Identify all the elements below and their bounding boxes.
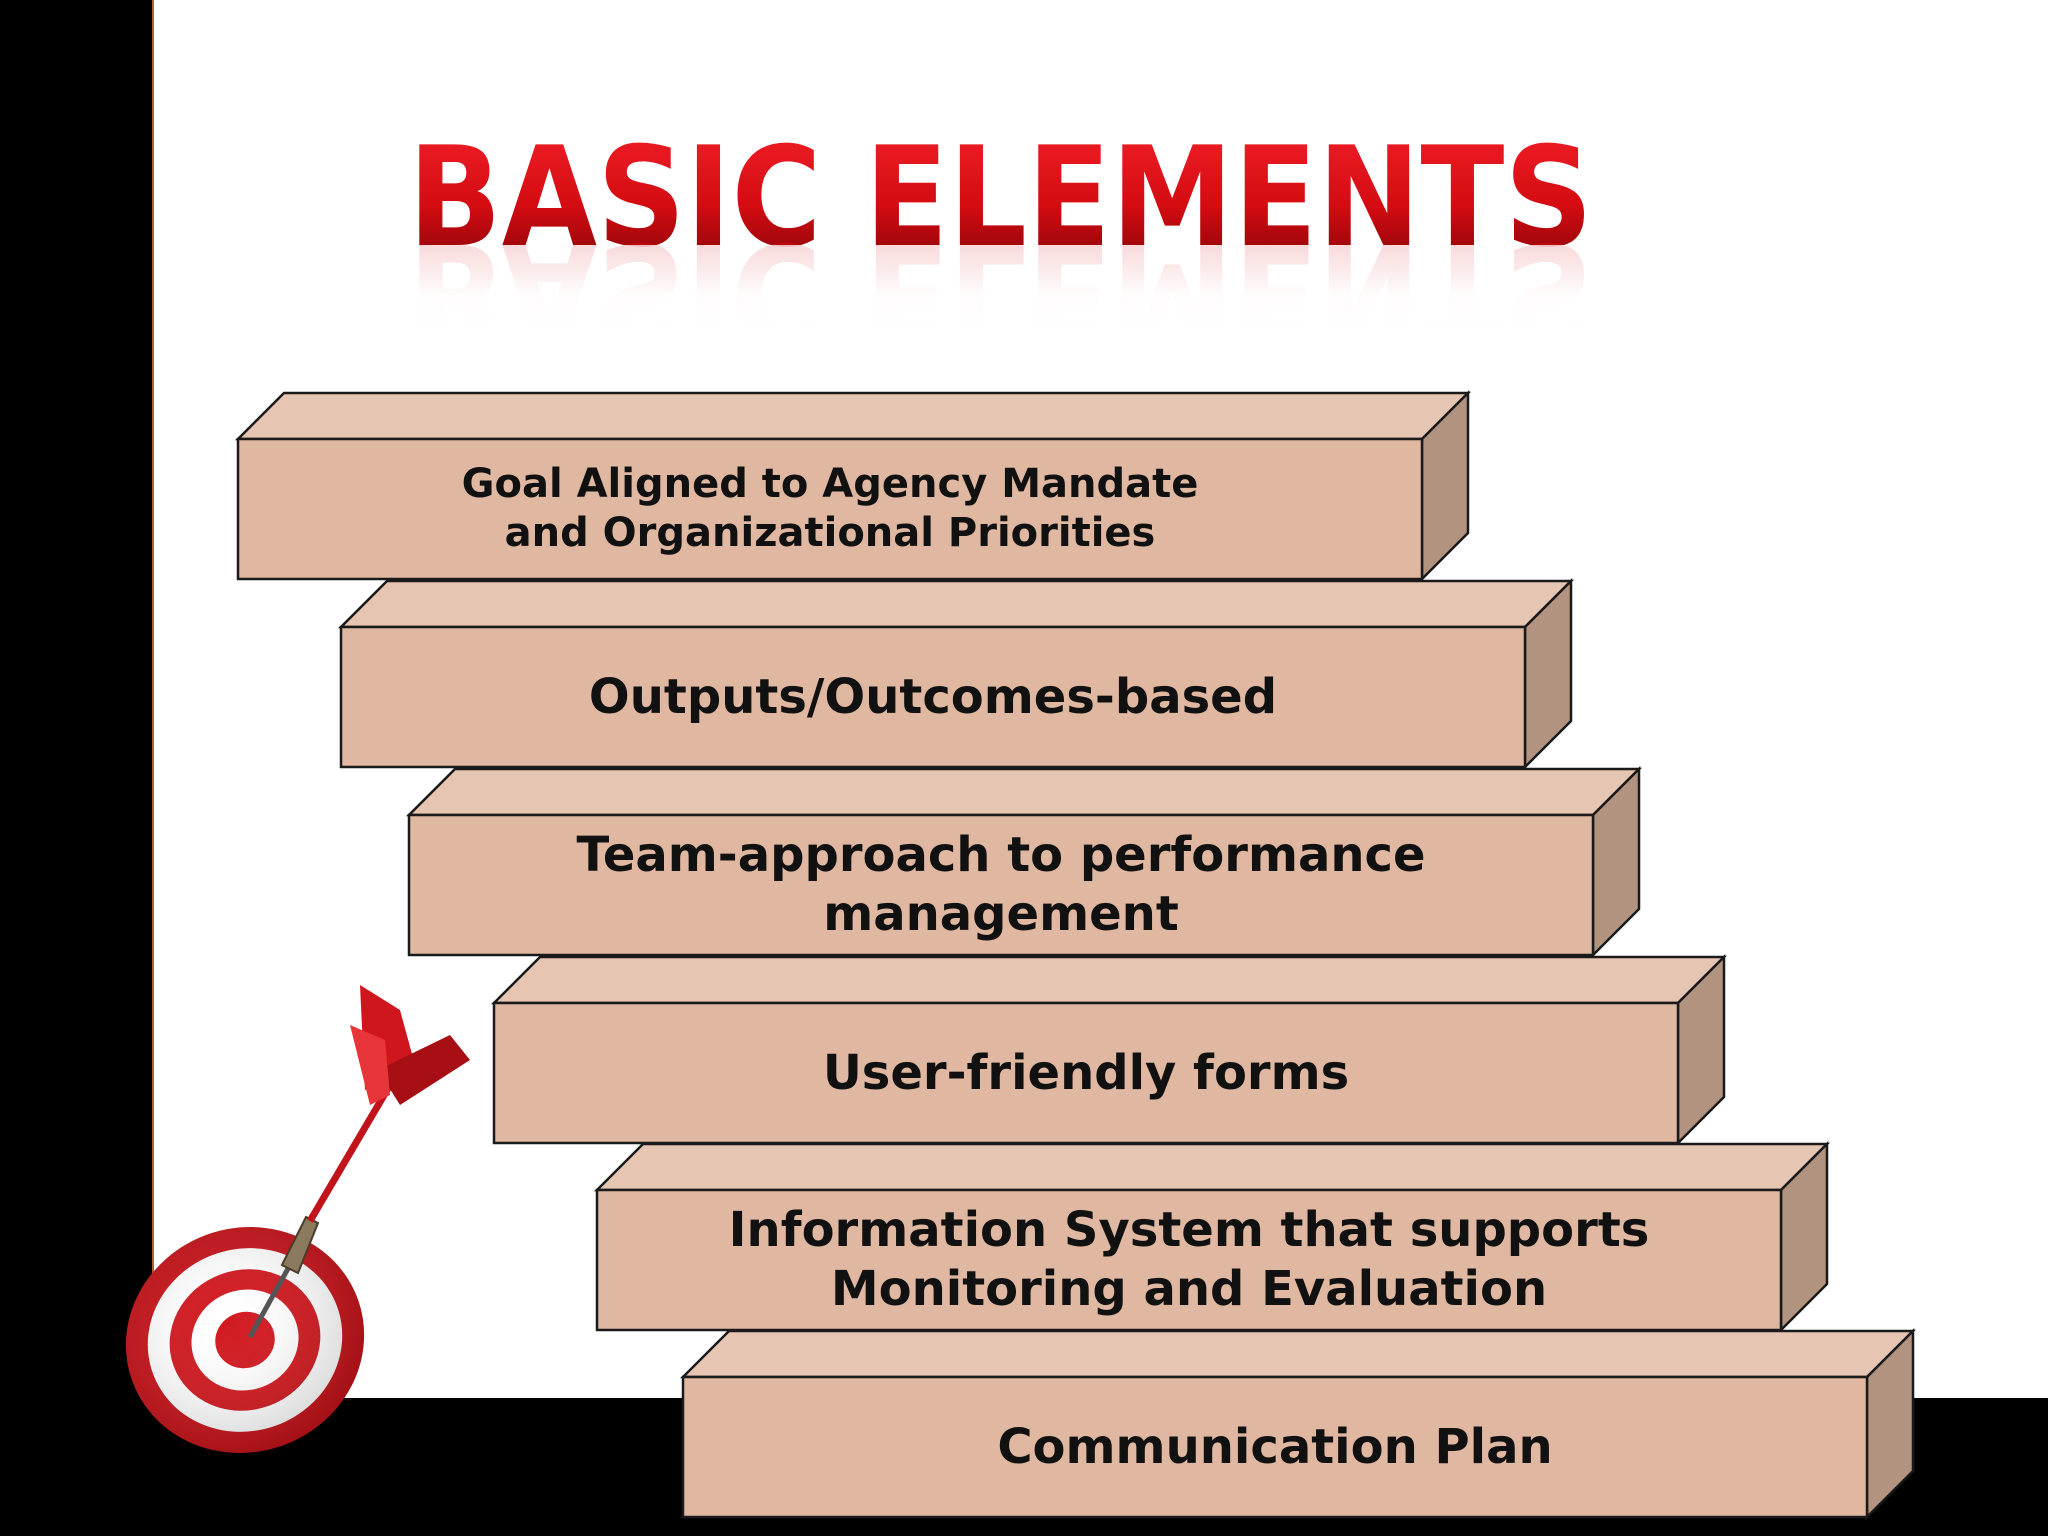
left-frame-bar — [0, 0, 154, 1398]
step-box — [234, 389, 1472, 583]
step-top-face — [490, 955, 1728, 1005]
step-top-face — [337, 579, 1575, 629]
dart-target-icon — [125, 985, 470, 1453]
step-front-face — [339, 625, 1527, 769]
step-label: Information System that supports Monitor… — [728, 1202, 1650, 1317]
step-front-face — [407, 813, 1595, 957]
step-label: Goal Aligned to Agency Mandate and Organ… — [461, 461, 1199, 556]
step-top-face — [679, 1329, 1917, 1379]
step-box — [679, 1327, 1917, 1521]
step-top-face — [234, 391, 1472, 441]
step-label: Outputs/Outcomes-based — [588, 668, 1278, 725]
step-front-face — [492, 1001, 1680, 1145]
step-box — [337, 577, 1575, 771]
slide-title-block: BASIC ELEMENTS BASIC ELEMENTS — [400, 95, 1660, 335]
step-front-face — [681, 1375, 1869, 1519]
step-label: User-friendly forms — [822, 1044, 1350, 1101]
step-box — [593, 1140, 1831, 1334]
step-top-face — [405, 767, 1643, 817]
step-front-face — [595, 1188, 1783, 1332]
step-box — [490, 953, 1728, 1147]
step-box — [405, 765, 1643, 959]
step-label: Team-approach to performance management — [576, 827, 1426, 942]
step-top-face — [593, 1142, 1831, 1192]
title-reflection-fade — [400, 245, 1660, 335]
step-label: Communication Plan — [997, 1418, 1553, 1475]
slide-title-art: BASIC ELEMENTS BASIC ELEMENTS — [400, 117, 1660, 335]
step-front-face — [236, 437, 1424, 581]
